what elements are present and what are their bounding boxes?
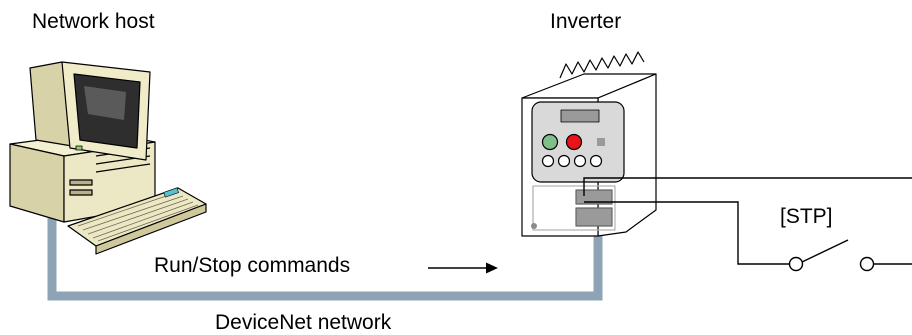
command-arrow (428, 262, 498, 274)
stop-button-icon (565, 133, 583, 151)
network-host-computer-icon (9, 61, 207, 255)
devicenet-network-label: DeviceNet network (215, 311, 392, 334)
run-stop-commands-label: Run/Stop commands (154, 254, 350, 277)
heatsink-fins (559, 51, 645, 79)
run-button-icon (541, 133, 559, 151)
stp-wiring (583, 177, 912, 265)
network-host-label: Network host (32, 10, 155, 33)
terminal-block-upper (575, 189, 613, 205)
inverter-label: Inverter (550, 10, 621, 33)
devicenet-network-cable (47, 198, 603, 301)
inverter-display (560, 109, 600, 123)
inverter-drive-icon (521, 51, 657, 237)
stp-switch-icon (788, 239, 875, 272)
terminal-block-lower (575, 207, 613, 227)
stp-switch-label: [STP] (780, 205, 833, 228)
